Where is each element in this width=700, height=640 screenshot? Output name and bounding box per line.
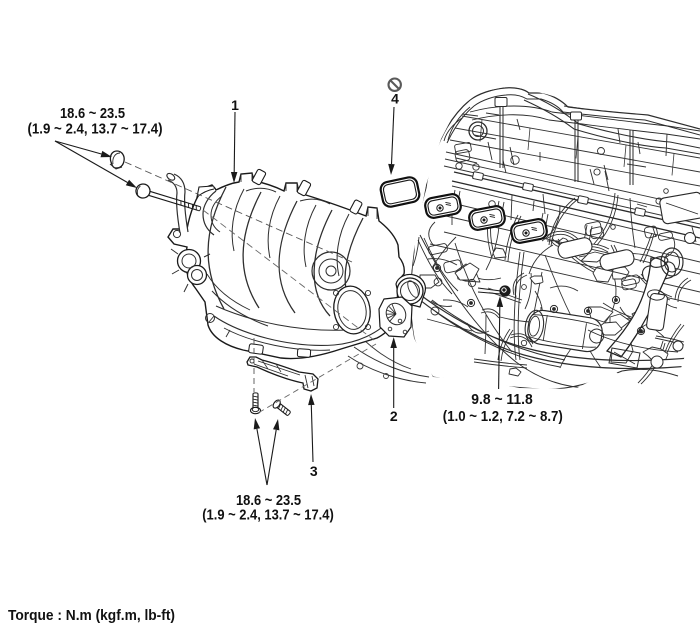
svg-text:9.8 ~ 11.8: 9.8 ~ 11.8: [471, 391, 533, 408]
svg-text:2: 2: [390, 408, 398, 424]
svg-text:18.6 ~ 23.5: 18.6 ~ 23.5: [60, 105, 125, 122]
svg-text:Torque : N.m (kgf.m, lb-ft): Torque : N.m (kgf.m, lb-ft): [8, 608, 175, 624]
svg-text:18.6 ~ 23.5: 18.6 ~ 23.5: [236, 492, 301, 509]
svg-text:1: 1: [231, 97, 239, 113]
svg-text:(1.9 ~ 2.4, 13.7 ~ 17.4): (1.9 ~ 2.4, 13.7 ~ 17.4): [28, 121, 163, 138]
svg-text:4: 4: [391, 91, 399, 107]
svg-text:(1.0 ~ 1.2, 7.2 ~ 8.7): (1.0 ~ 1.2, 7.2 ~ 8.7): [443, 408, 563, 425]
svg-text:(1.9 ~ 2.4, 13.7 ~ 17.4): (1.9 ~ 2.4, 13.7 ~ 17.4): [202, 507, 334, 524]
svg-text:3: 3: [310, 463, 318, 479]
